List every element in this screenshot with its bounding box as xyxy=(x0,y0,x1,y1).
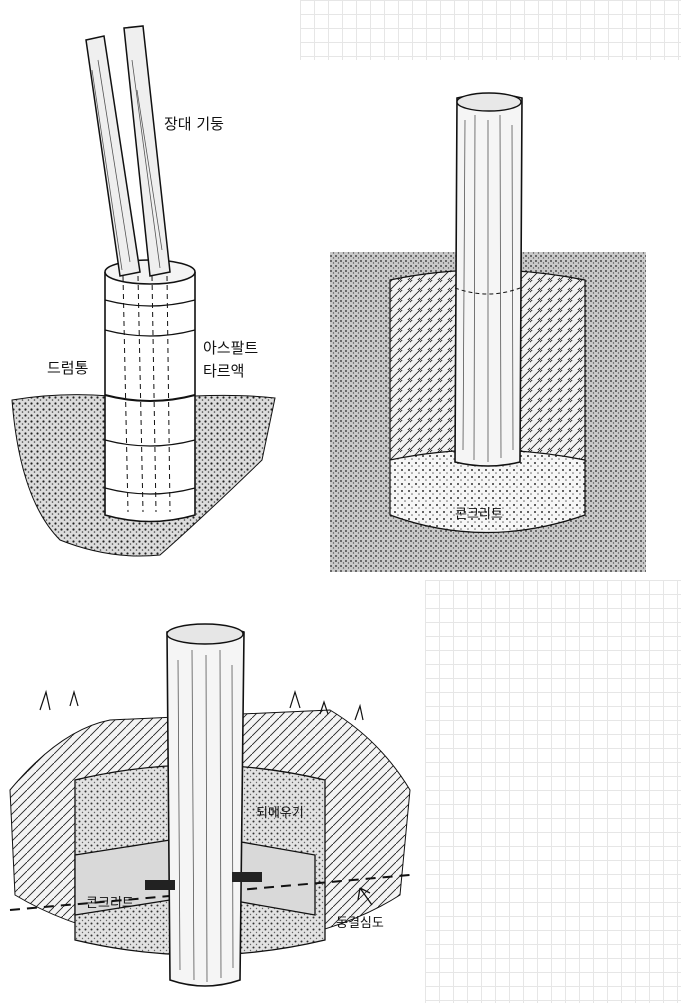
figure-c-illustration xyxy=(9,623,411,987)
label-frost-depth: 동결심도 xyxy=(336,916,384,931)
label-asphalt-line1: 아스팔트 xyxy=(203,339,259,357)
label-concrete: 콘크리트 xyxy=(86,896,134,911)
label-backfill: 되메우기 xyxy=(256,806,304,821)
grid-background-top-right xyxy=(300,0,681,60)
concrete-base xyxy=(389,449,586,534)
figure-poles-in-drum: 장대 기둥 드럼통 아스팔트 타르액 xyxy=(0,0,300,580)
figure-b-illustration xyxy=(330,92,646,572)
poles xyxy=(85,25,171,513)
figure-pole-frost-depth: 되메우기 콘크리트 동결심도 xyxy=(0,610,425,1003)
frost-arrow xyxy=(357,887,373,906)
bolt-right xyxy=(232,872,262,882)
grass xyxy=(39,689,364,721)
pole xyxy=(166,623,245,987)
figure-pole-in-concrete: 콘크리트 xyxy=(330,90,650,575)
figure-a-illustration xyxy=(11,25,276,557)
grid-background-right xyxy=(425,580,681,1003)
pole xyxy=(454,92,523,467)
bolt-left xyxy=(145,880,175,890)
label-poles: 장대 기둥 xyxy=(164,115,224,133)
drum xyxy=(104,259,196,523)
label-asphalt-line2: 타르액 xyxy=(203,362,245,380)
label-drum: 드럼통 xyxy=(47,359,89,377)
label-concrete: 콘크리트 xyxy=(455,507,503,522)
